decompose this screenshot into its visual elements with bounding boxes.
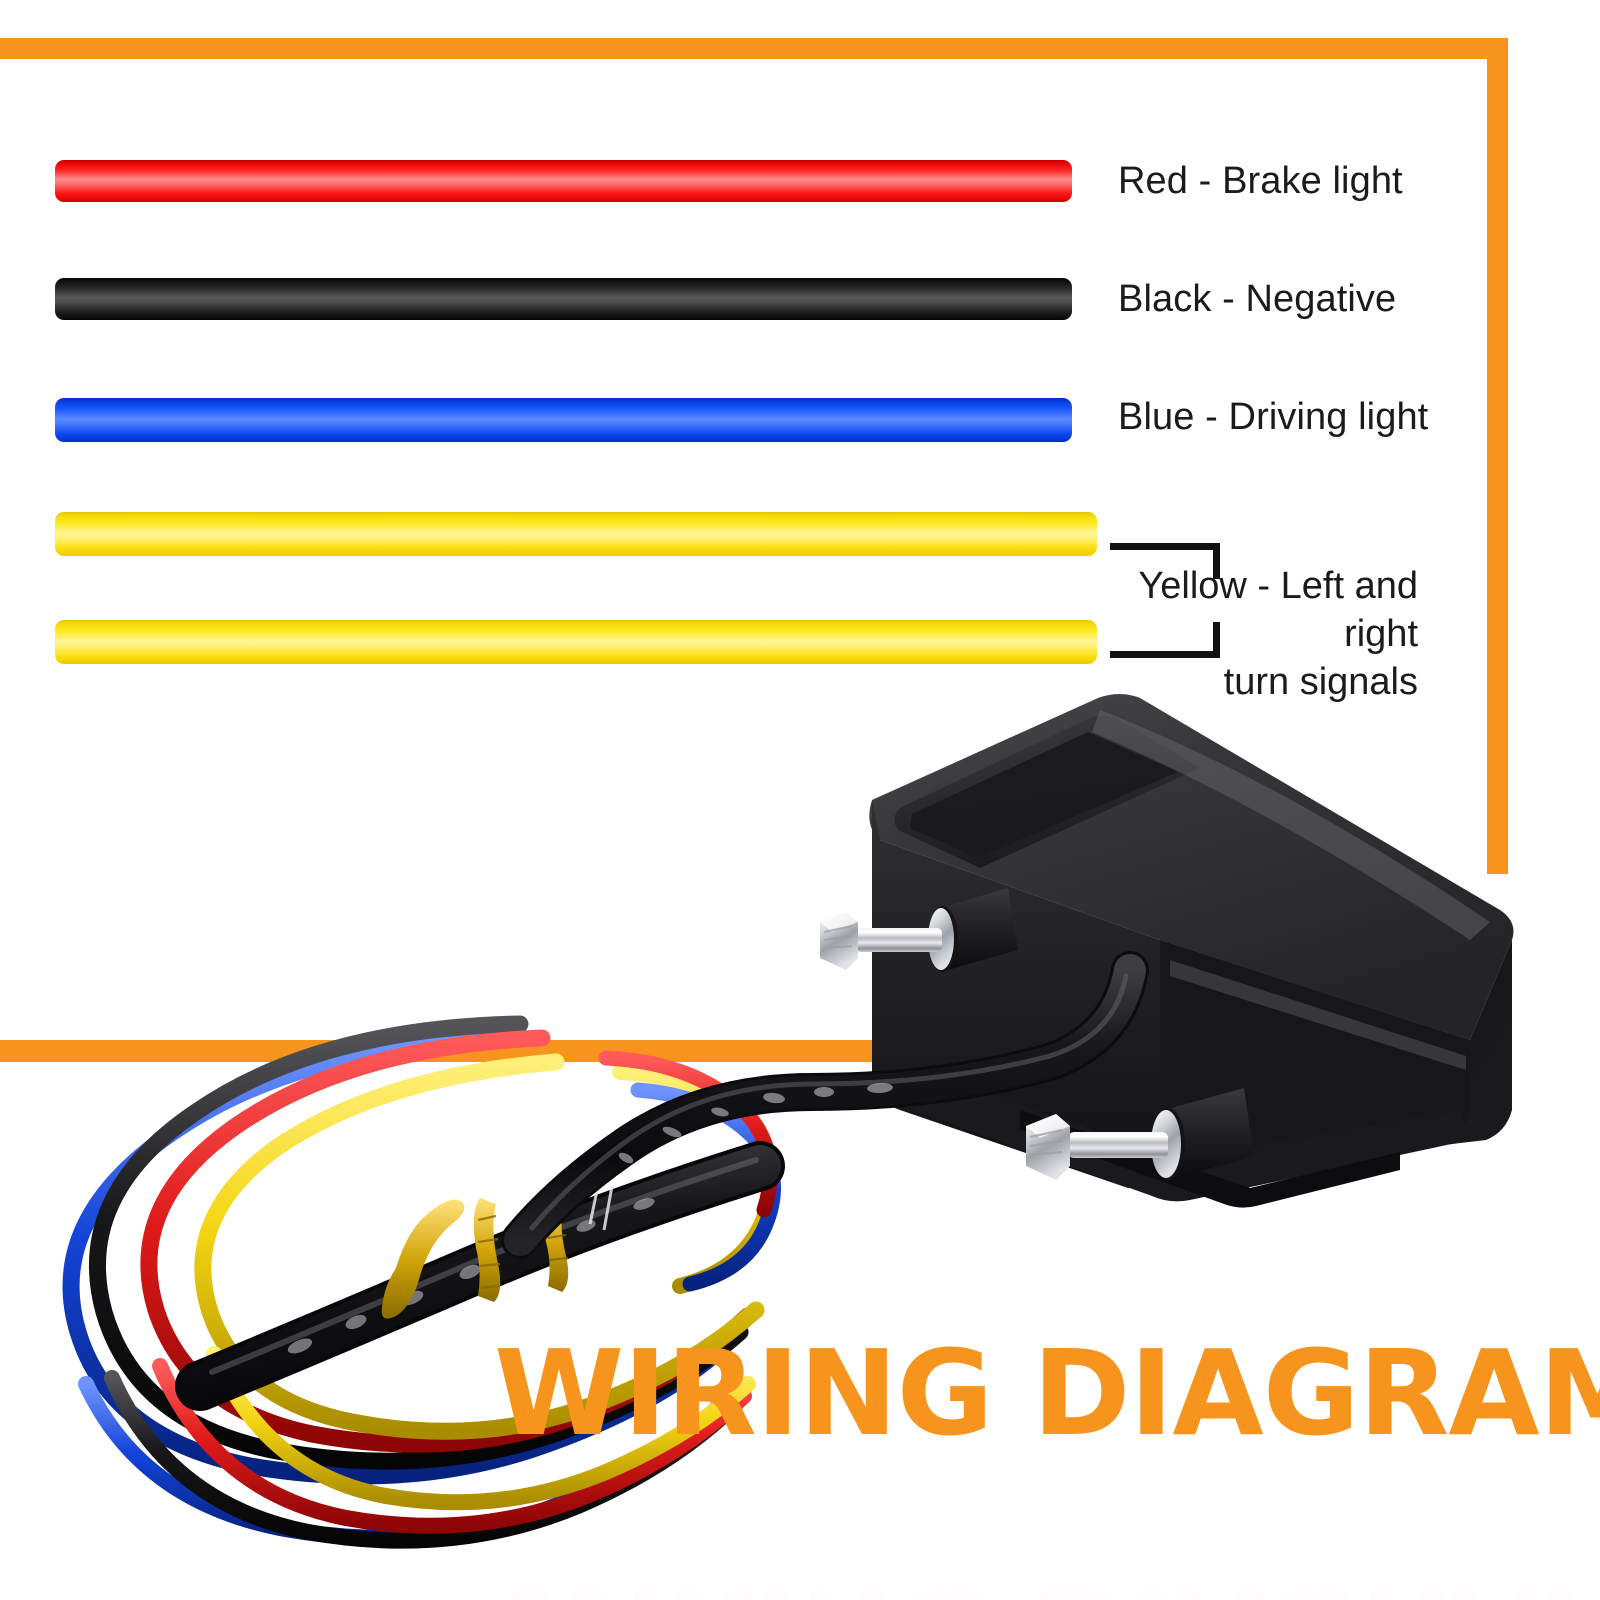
orange-frame-right-bar (1487, 38, 1508, 874)
legend-label-black: Black - Negative (1118, 278, 1397, 320)
legend-label-blue: Blue - Driving light (1118, 396, 1429, 438)
wire-swatch-blue (55, 398, 1072, 442)
bracket-vertical-upper (1213, 543, 1220, 579)
orange-frame-top-bar (0, 38, 1508, 59)
legend-label-yellow: Yellow - Left and right turn signals (1118, 562, 1418, 706)
bracket-vertical-lower (1213, 622, 1220, 658)
bracket-bottom-line (1110, 651, 1220, 658)
legend-label-red: Red - Brake light (1118, 160, 1403, 202)
twist-tie-left (381, 1199, 465, 1319)
wire-swatch-yellow-right (55, 620, 1097, 664)
wire-swatch-black (55, 278, 1072, 320)
wire-swatch-red (55, 160, 1072, 202)
chrome-bolt-lower (1026, 1088, 1254, 1180)
wire-color-legend: Red - Brake light Black - Negative Blue … (0, 0, 1600, 703)
chrome-bolt-upper (820, 888, 1018, 972)
legend-label-yellow-line1: Yellow - Left and right (1138, 565, 1418, 655)
page-title: WIRING DIAGRAM (494, 1324, 1600, 1462)
product-photo-housing (501, 694, 1514, 1259)
coiled-wire-harness (62, 1015, 785, 1549)
bracket-top-line (1110, 543, 1220, 550)
legend-label-yellow-line2: turn signals (1223, 661, 1418, 703)
product-cable (501, 951, 1149, 1259)
wire-swatch-yellow-left (55, 512, 1097, 556)
yellow-group-bracket (1110, 543, 1220, 658)
twist-tie-center (473, 1198, 501, 1302)
